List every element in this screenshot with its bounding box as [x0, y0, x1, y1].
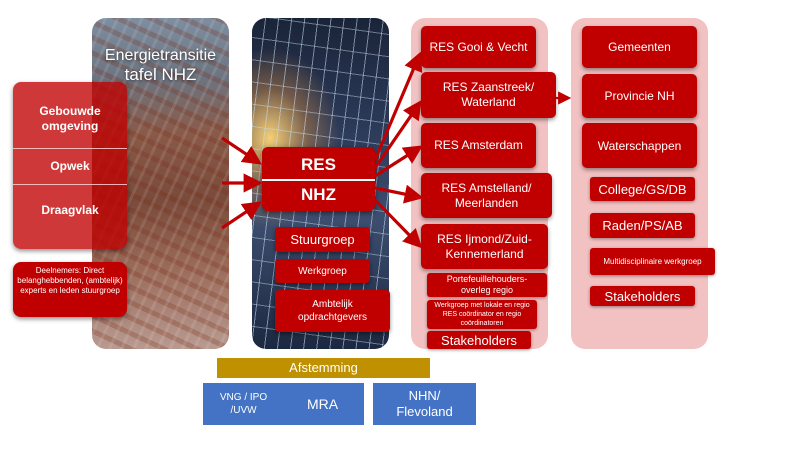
res-nhz-box: RES NHZ — [262, 147, 375, 211]
title-line-2: tafel NHZ — [124, 65, 197, 84]
nhn-flevoland-box: NHN/ Flevoland — [373, 383, 476, 425]
title-line-1: Energietransitie — [104, 47, 217, 64]
res-label: RES — [301, 155, 336, 174]
theme-divider — [13, 148, 127, 149]
gemeenten-box: Gemeenten — [582, 26, 697, 68]
arrow-to-zaanstreek — [373, 100, 422, 169]
college-gs-db-box: College/GS/DB — [590, 177, 695, 201]
arrow-to-gooi-vecht — [373, 51, 423, 161]
nhz-label: NHZ — [301, 185, 336, 204]
portefeuillehouders-overleg-box: Portefeuillehouders-overleg regio — [427, 273, 547, 297]
ambtelijk-opdrachtgevers-box: Ambtelijk opdrachtgevers — [275, 290, 390, 332]
werkgroep-box: Werkgroep — [275, 259, 370, 283]
theme-opwek: Opwek — [50, 159, 90, 173]
werkgroep-regio-box: Werkgroep met lokale en regio RES coördi… — [427, 300, 537, 329]
mra-box: MRA — [281, 383, 364, 425]
res-amsterdam-box: RES Amsterdam — [421, 123, 536, 168]
res-divider — [262, 179, 375, 181]
multidisciplinaire-werkgroep-box: Multidisciplinaire werkgroep — [590, 248, 715, 275]
res-zaanstreek-waterland-box: RES Zaanstreek/ Waterland — [421, 72, 556, 118]
theme-draagvlak: Draagvlak — [41, 203, 99, 217]
res-ijmond-zuid-kennemerland-box: RES Ijmond/Zuid-Kennemerland — [421, 224, 548, 269]
arrow-gebouwde-omgeving-to-res — [221, 136, 262, 165]
vng-ipo-uvw-box: VNG / IPO /UVW — [203, 383, 284, 425]
afstemming-bar: Afstemming — [217, 358, 430, 378]
res-gooi-vecht-box: RES Gooi & Vecht — [421, 26, 536, 68]
themes-box: Gebouwde omgeving Opwek Draagvlak — [13, 82, 127, 249]
arrow-draagvlak-to-res — [221, 201, 262, 230]
provincie-nh-box: Provincie NH — [582, 74, 697, 118]
res-stakeholders-box: Stakeholders — [427, 331, 531, 349]
arrow-to-amstelland — [374, 184, 424, 204]
gov-stakeholders-box: Stakeholders — [590, 286, 695, 306]
raden-ps-ab-box: Raden/PS/AB — [590, 213, 695, 238]
theme-divider — [13, 184, 127, 185]
res-amstelland-meerlanden-box: RES Amstelland/ Meerlanden — [421, 173, 552, 218]
energietransitie-title: Energietransitie tafel NHZ — [92, 46, 229, 85]
arrow-to-ijmond — [373, 198, 423, 249]
stuurgroep-box: Stuurgroep — [275, 227, 370, 252]
arrow-to-amsterdam — [374, 145, 424, 178]
deelnemers-box: Deelnemers: Direct belanghebbenden, (amb… — [13, 262, 127, 317]
theme-gebouwde-omgeving: Gebouwde omgeving — [39, 104, 101, 133]
waterschappen-box: Waterschappen — [582, 123, 697, 168]
